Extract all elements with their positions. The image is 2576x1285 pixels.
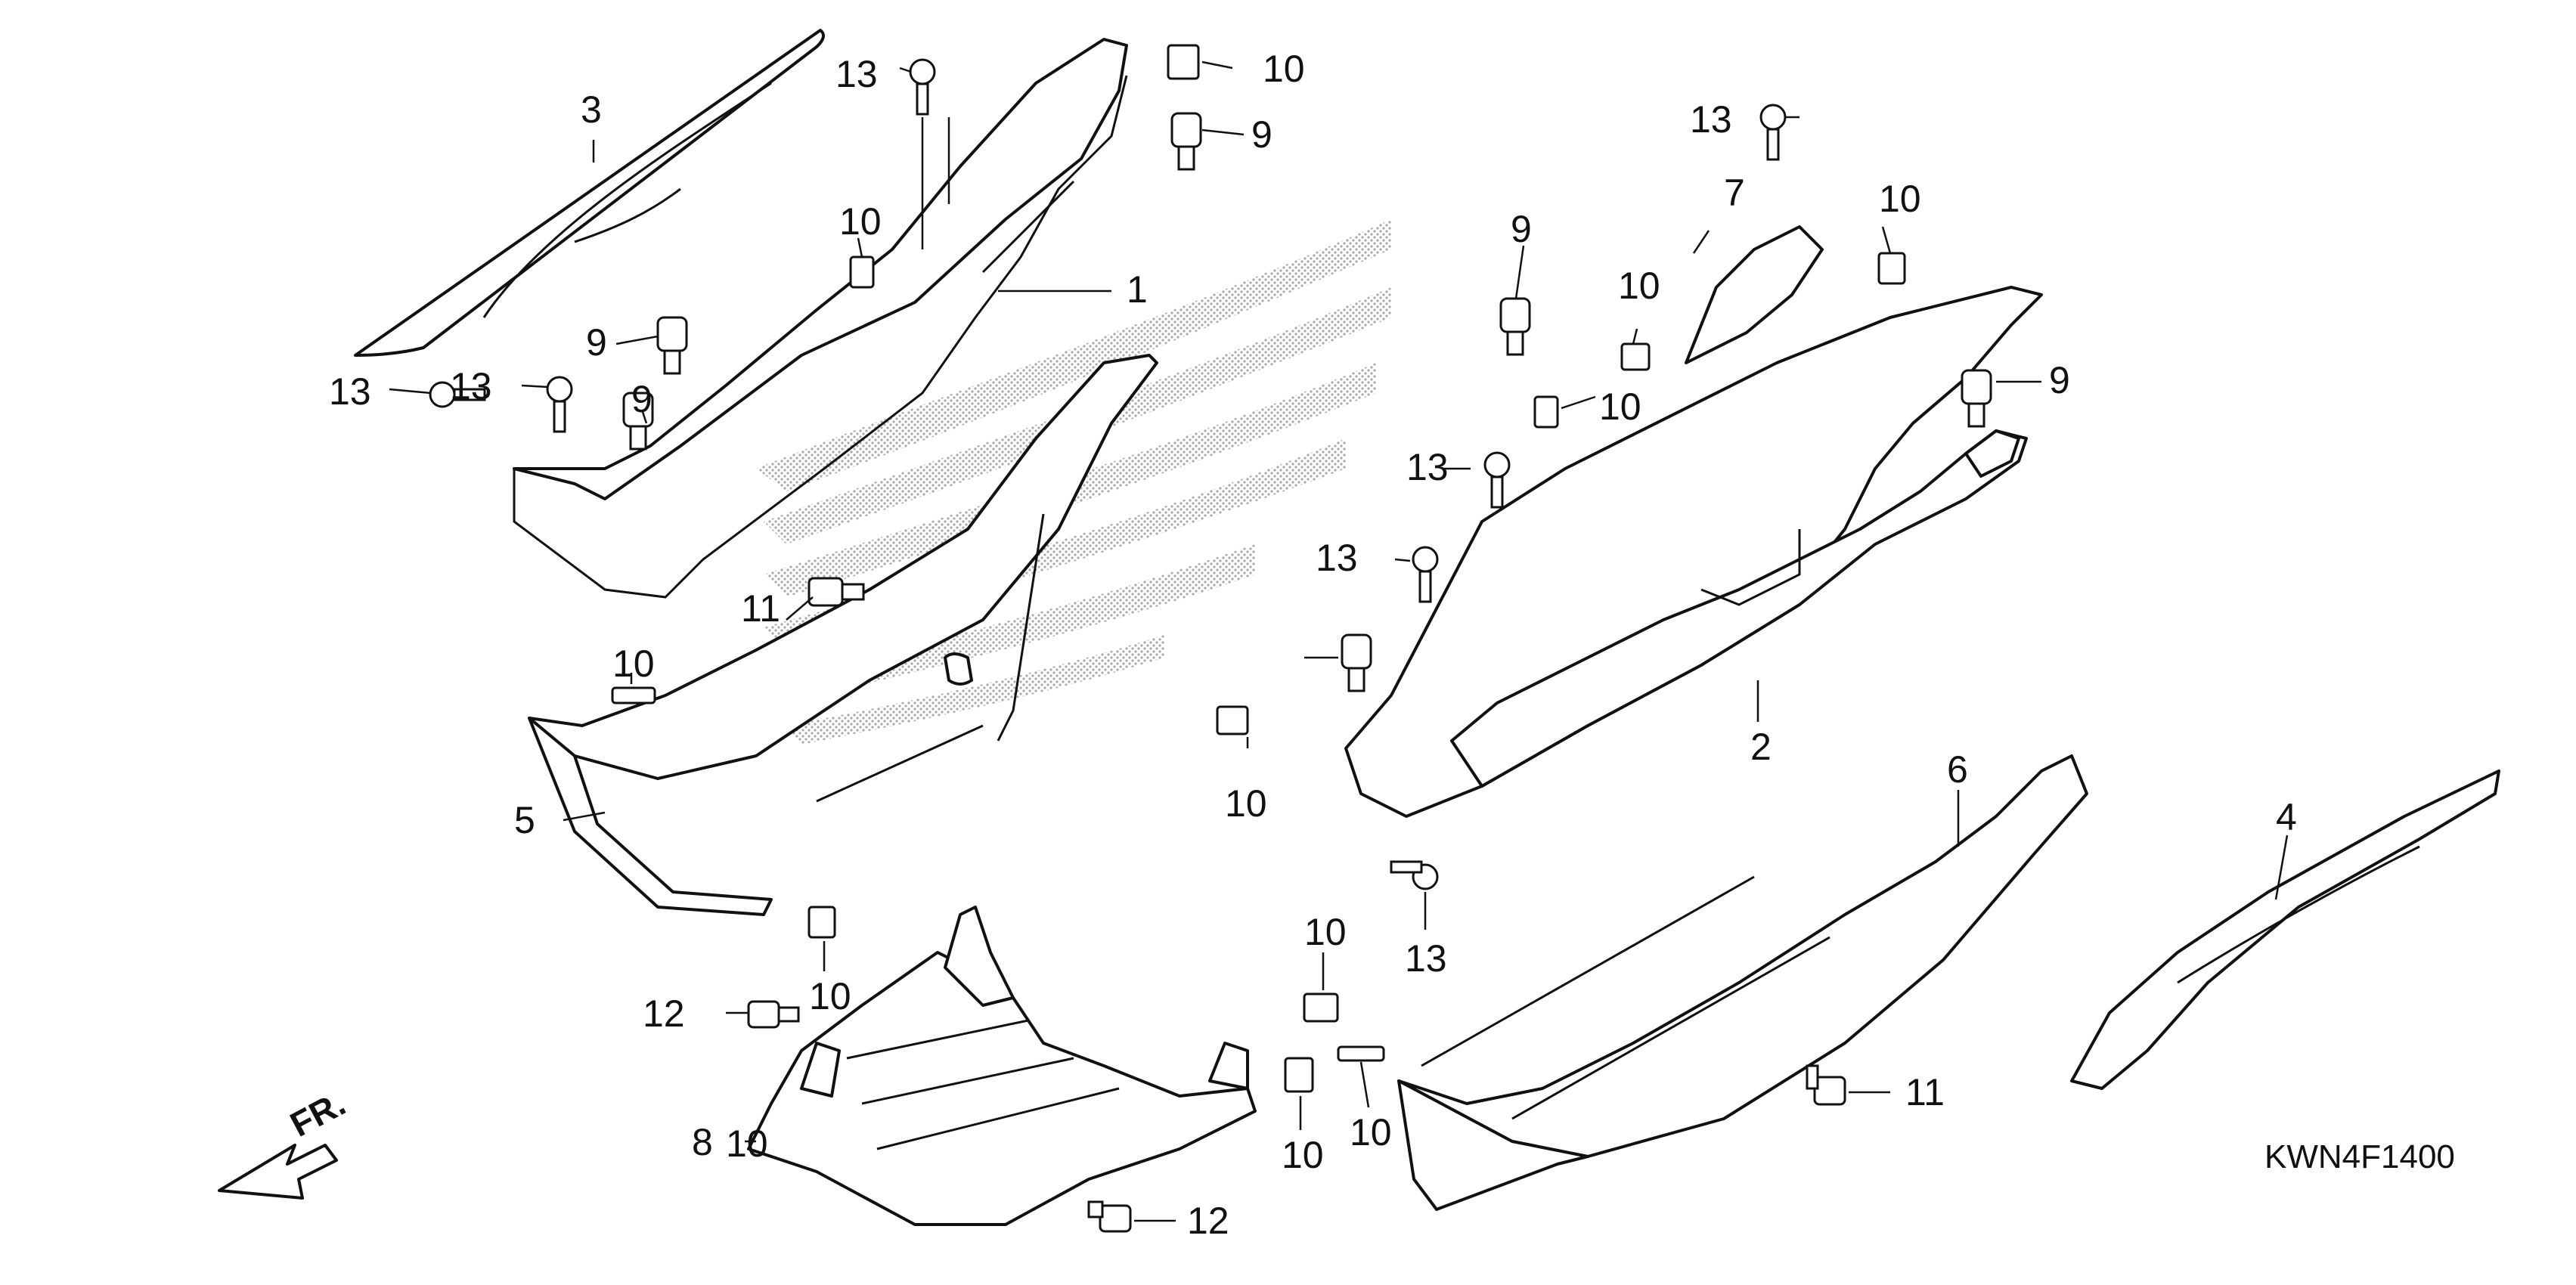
clip-icon xyxy=(1167,44,1200,80)
fasteners xyxy=(429,44,1992,1233)
bolt-icon xyxy=(656,316,688,375)
floor-side-cover-left xyxy=(513,38,1128,599)
callout-9: 9 xyxy=(1511,208,1532,250)
front-label: FR. xyxy=(284,1083,352,1144)
clip-icon xyxy=(1533,395,1559,429)
clip-icon xyxy=(1216,705,1249,735)
callout-1: 1 xyxy=(1127,268,1148,311)
callouts: 1 2 3 4 5 6 7 8 9 9 9 9 9 10 10 10 10 10… xyxy=(329,48,2297,1242)
bolt-icon xyxy=(1499,297,1531,356)
bolt-icon xyxy=(1961,369,1992,428)
callout-13: 13 xyxy=(329,370,371,413)
bolt-icon xyxy=(1170,112,1202,171)
leader-lines xyxy=(389,60,2289,1222)
bolt-icon xyxy=(1341,633,1372,692)
clip-icon xyxy=(1877,252,1906,285)
bolt-icon xyxy=(1087,1200,1132,1233)
front-direction-arrow: FR. xyxy=(218,1083,352,1200)
callout-13: 13 xyxy=(1690,98,1732,141)
screw-icon xyxy=(429,381,486,408)
callout-5: 5 xyxy=(514,799,535,841)
callout-12: 12 xyxy=(643,992,685,1035)
callout-10: 10 xyxy=(1599,386,1641,428)
callout-10: 10 xyxy=(726,1122,768,1165)
callout-9: 9 xyxy=(631,378,653,420)
callout-10: 10 xyxy=(612,642,655,685)
callout-13: 13 xyxy=(835,53,878,95)
diagram-code: KWN4F1400 xyxy=(2264,1138,2455,1175)
screw-icon xyxy=(1412,546,1439,603)
callout-13: 13 xyxy=(1405,937,1447,980)
clip-icon xyxy=(1303,992,1339,1023)
callout-4: 4 xyxy=(2276,796,2297,838)
lower-side-cover-right xyxy=(1397,754,2088,1211)
trim-panel xyxy=(1685,225,1824,364)
callout-3: 3 xyxy=(581,88,602,131)
bolt-icon xyxy=(747,1000,800,1029)
side-cover-strip-left xyxy=(354,29,825,357)
callout-9: 9 xyxy=(1251,113,1273,156)
callout-10: 10 xyxy=(1225,782,1267,825)
callout-7: 7 xyxy=(1724,172,1745,214)
callout-11: 11 xyxy=(741,587,780,630)
callout-10: 10 xyxy=(1879,178,1921,220)
clip-icon xyxy=(1337,1045,1385,1062)
callout-10: 10 xyxy=(1350,1111,1392,1153)
callout-10: 10 xyxy=(1618,265,1660,307)
under-cover xyxy=(747,906,1257,1226)
clip-icon xyxy=(611,686,656,704)
callout-2: 2 xyxy=(1750,726,1772,768)
callout-9: 9 xyxy=(2049,359,2070,401)
screw-icon xyxy=(1759,104,1787,161)
callout-8: 8 xyxy=(692,1121,713,1163)
callout-10: 10 xyxy=(1282,1134,1324,1176)
bolt-icon xyxy=(1806,1064,1846,1106)
callout-10: 10 xyxy=(1263,48,1305,90)
screw-icon xyxy=(1483,451,1511,509)
callout-10: 10 xyxy=(809,975,851,1017)
clip-icon xyxy=(1284,1057,1314,1093)
floor-center-cover xyxy=(528,354,1158,916)
callout-6: 6 xyxy=(1947,748,1968,791)
screw-icon xyxy=(1390,860,1439,890)
callout-13: 13 xyxy=(450,365,492,407)
floor-side-cover-right xyxy=(1344,286,2043,818)
bolt-icon xyxy=(808,577,865,607)
callout-11: 11 xyxy=(1905,1071,1945,1113)
callout-13: 13 xyxy=(1316,537,1358,579)
screw-icon xyxy=(909,58,936,116)
callout-12: 12 xyxy=(1187,1200,1229,1242)
callout-9: 9 xyxy=(586,321,607,364)
callout-10: 10 xyxy=(1304,911,1347,953)
clip-icon xyxy=(849,255,875,289)
clip-icon xyxy=(808,906,836,939)
side-cover-strip-right xyxy=(2070,769,2500,1090)
callout-10: 10 xyxy=(839,200,882,243)
callout-13: 13 xyxy=(1406,446,1449,488)
screw-icon xyxy=(546,376,573,433)
clip-icon xyxy=(1620,342,1651,371)
